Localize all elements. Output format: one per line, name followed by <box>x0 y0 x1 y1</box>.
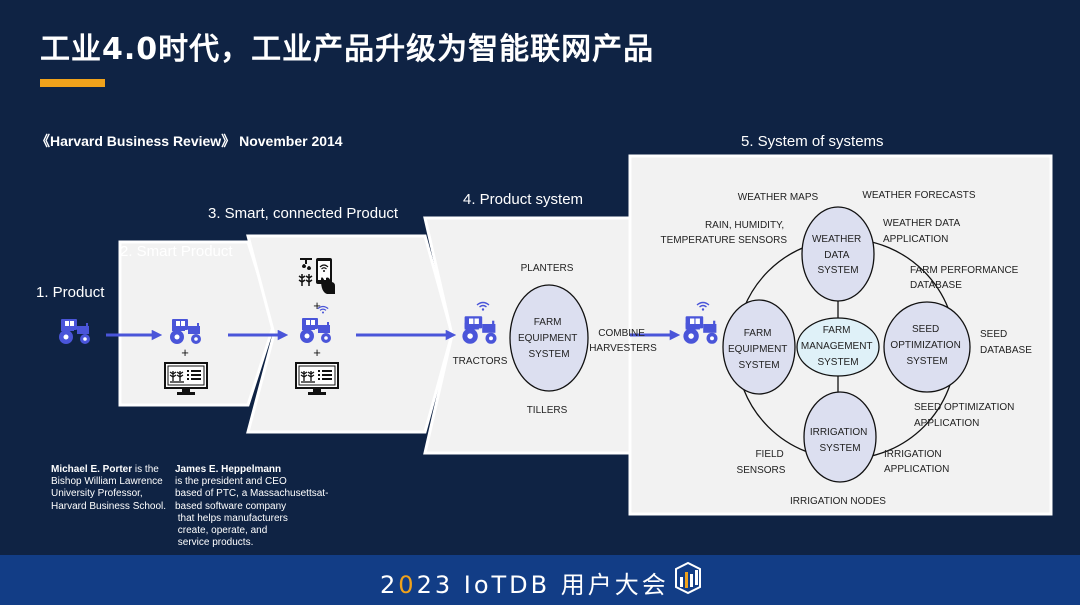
seed-database-label: SEED DATABASE <box>980 329 1032 356</box>
farm-performance-db-label: FARM PERFORMANCE DATABASE <box>910 265 1021 291</box>
iotdb-logo-icon <box>675 561 701 595</box>
author-name-heppelmann: James E. Heppelmann <box>175 464 282 475</box>
field-sensors-label: FIELD SENSORS <box>737 449 787 476</box>
plus-sign: + <box>313 345 321 360</box>
plus-sign: + <box>181 345 189 360</box>
planters-label: PLANTERS <box>521 263 574 274</box>
footer-bar <box>0 555 1080 605</box>
irrigation-app-label: IRRIGATION APPLICATION <box>884 449 949 475</box>
plus-sign: + <box>313 298 321 313</box>
author-bio-heppelmann: James E. Heppelmann is the president and… <box>175 464 329 549</box>
seed-optimization-app-label: SEED OPTIMIZATION APPLICATION <box>914 402 1017 429</box>
irrigation-system-label: IRRIGATION SYSTEM <box>810 427 870 454</box>
tillers-label: TILLERS <box>527 405 568 416</box>
irrigation-nodes-label: IRRIGATION NODES <box>790 496 886 507</box>
tractors-label: TRACTORS <box>453 356 508 367</box>
page-title: 工业4.0时代，工业产品升级为智能联网产品 <box>40 32 655 67</box>
farm-equipment-label: FARM EQUIPMENT SYSTEM <box>518 317 580 360</box>
title-underline <box>40 79 105 87</box>
stage-label-system-of-systems: 5. System of systems <box>741 133 884 150</box>
author-name-porter: Michael E. Porter <box>51 464 133 475</box>
combine-harvesters-label: COMBINE HARVESTERS <box>589 328 657 354</box>
seed-system-label: SEED OPTIMIZATION SYSTEM <box>890 324 963 367</box>
author-bio-porter: Michael E. Porter is the Bishop William … <box>51 464 167 512</box>
source-citation: 《Harvard Business Review》 November 2014 <box>36 133 343 149</box>
stage-label-product-system: 4. Product system <box>463 191 584 208</box>
tractor-icon <box>59 319 90 344</box>
farm-equipment-system-ellipse <box>722 299 796 395</box>
rain-humidity-sensors-label: RAIN, HUMIDITY, TEMPERATURE SENSORS <box>661 220 788 246</box>
farm-management-label: FARM MANAGEMENT SYSTEM <box>801 325 875 368</box>
weather-maps-label: WEATHER MAPS <box>738 192 819 203</box>
weather-forecasts-label: WEATHER FORECASTS <box>862 190 975 201</box>
stage-label-product: 1. Product <box>36 284 105 301</box>
irrigation-system-ellipse <box>803 391 877 483</box>
weather-system-label: WEATHER DATA SYSTEM <box>812 234 864 276</box>
footer-event-title: 2023 IoTDB 用户大会 <box>380 571 669 599</box>
stage-label-smart-connected: 3. Smart, connected Product <box>208 205 399 222</box>
farm-equipment-ellipse <box>509 284 589 392</box>
weather-data-app-label: WEATHER DATA APPLICATION <box>883 218 962 245</box>
stage-label-smart-product: 2. Smart Product <box>120 243 233 260</box>
seed-system-ellipse <box>883 301 971 393</box>
farm-management-ellipse <box>796 317 880 377</box>
farm-equipment-system-label: FARM EQUIPMENT SYSTEM <box>728 328 790 371</box>
weather-system-ellipse <box>801 206 875 302</box>
